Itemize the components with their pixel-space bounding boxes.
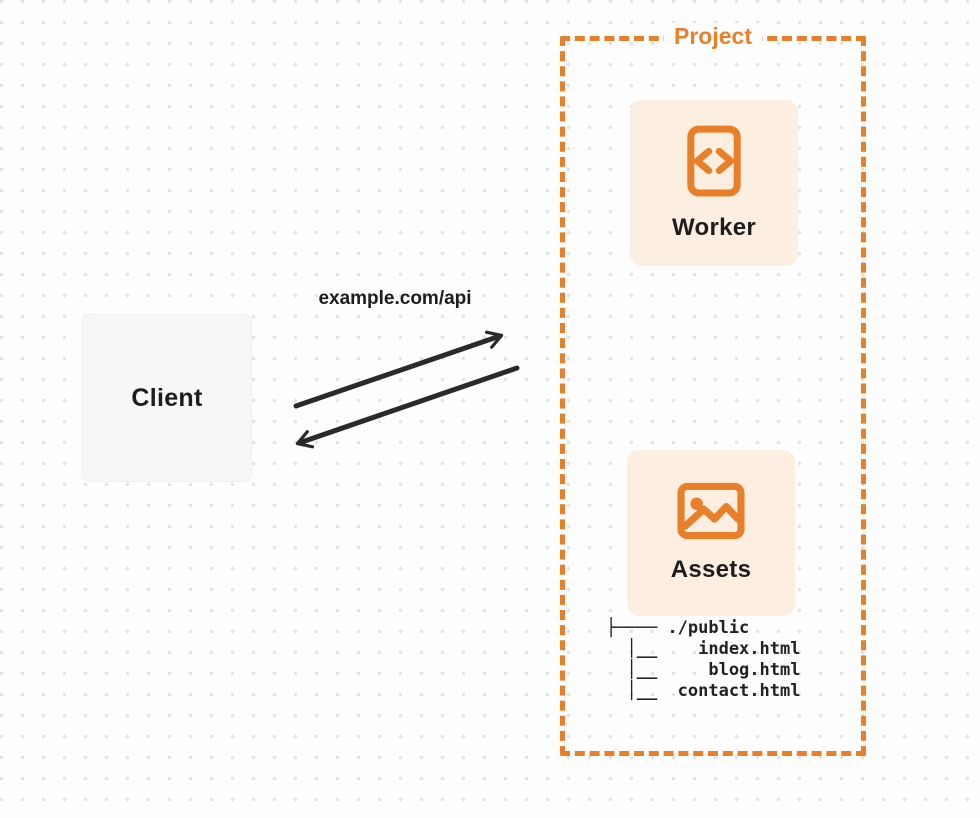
project-title: Project	[664, 23, 762, 50]
assets-node: Assets	[627, 450, 795, 616]
worker-node: Worker	[630, 100, 798, 266]
code-document-icon	[686, 124, 742, 198]
response-arrow	[295, 365, 520, 449]
request-url-label: example.com/api	[318, 288, 472, 309]
worker-label: Worker	[671, 214, 757, 241]
project-container: Project	[560, 23, 866, 756]
assets-label: Assets	[670, 556, 752, 583]
image-icon	[677, 482, 745, 540]
request-arrow	[293, 330, 504, 409]
assets-file-tree: ├──── ./public │__ index.html │__ blog.h…	[606, 618, 801, 701]
client-node: Client	[82, 314, 252, 482]
client-label: Client	[131, 383, 203, 412]
